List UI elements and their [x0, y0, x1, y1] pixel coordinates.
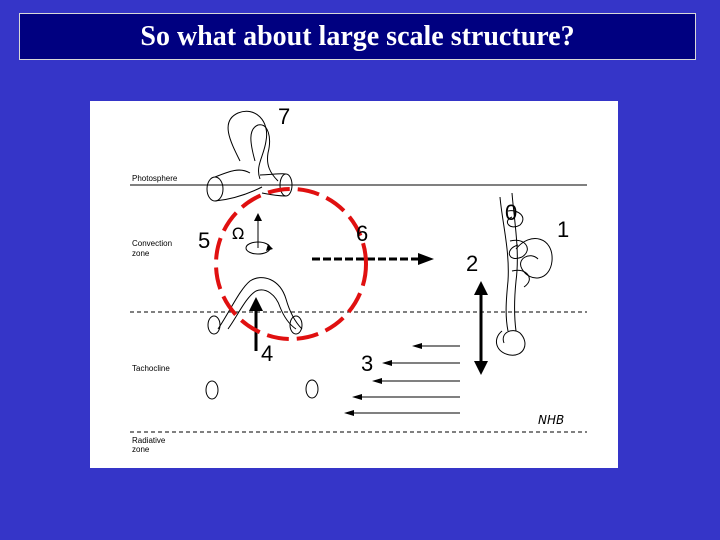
flux-tube-left	[205, 380, 219, 400]
rising-flux-tube	[207, 277, 303, 335]
vertical-double-arrow	[474, 281, 488, 375]
shear-flow-arrows	[344, 343, 460, 416]
rotation-symbol: Ω	[232, 213, 273, 255]
label-0: 0	[505, 200, 517, 225]
radiative-zone-label: zone	[132, 445, 150, 454]
convection-zone-label: zone	[132, 249, 150, 258]
diagram-panel: Photosphere Convection zone Tachocline R…	[90, 101, 618, 468]
title-bar: So what about large scale structure?	[19, 13, 696, 60]
highlight-circle	[214, 187, 368, 341]
label-7: 7	[278, 104, 290, 129]
radiative-label: Radiative	[132, 436, 166, 445]
label-4: 4	[261, 341, 273, 366]
tachocline-label: Tachocline	[132, 364, 170, 373]
dynamo-diagram: Photosphere Convection zone Tachocline R…	[130, 104, 587, 454]
convection-label: Convection	[132, 239, 172, 248]
label-3: 3	[361, 351, 373, 376]
twisted-flux-rope	[495, 192, 553, 356]
slide-title: So what about large scale structure?	[140, 20, 575, 52]
label-5: 5	[198, 228, 210, 253]
label-6: 6	[356, 221, 368, 246]
omega-label: Ω	[232, 224, 244, 243]
author-signature: NHB	[538, 413, 564, 427]
flux-tube-right	[305, 379, 319, 399]
label-1: 1	[557, 217, 569, 242]
meridional-flow-arrow	[312, 253, 434, 265]
emerging-flux-loop	[206, 110, 293, 202]
label-2: 2	[466, 251, 478, 276]
photosphere-label: Photosphere	[132, 174, 178, 183]
